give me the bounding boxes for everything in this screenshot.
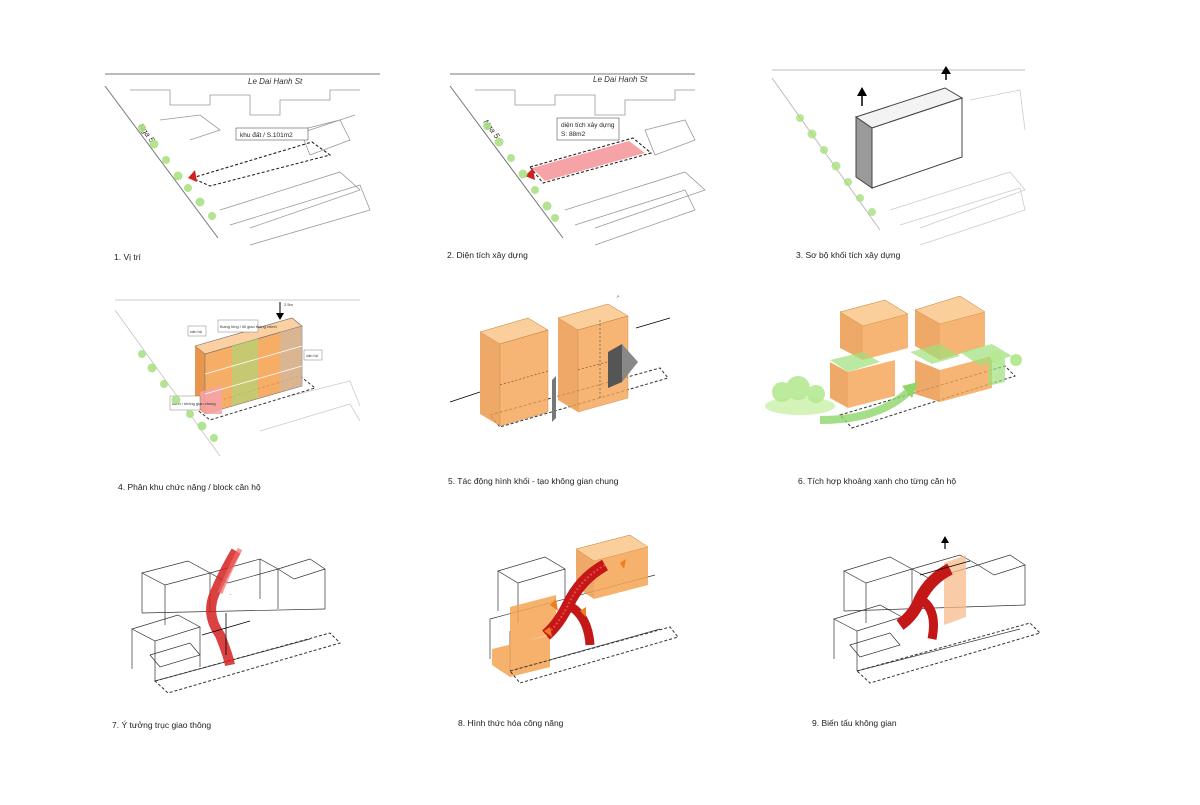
circulation-path [206, 548, 241, 667]
building-area-label-2: S: 88m2 [561, 131, 586, 138]
caption-6: 6. Tích hợp khoảng xanh cho từng căn hộ [798, 476, 957, 486]
caption-3: 3. Sơ bộ khối tích xây dựng [796, 250, 901, 260]
site-area-label: khu đất / S.101m2 [240, 130, 293, 139]
height-label: 2.5m [284, 302, 294, 307]
panel-location: Le Dai Hanh St Nga 5 khu đất / S.101m2 1… [100, 60, 380, 262]
caption-5: 5. Tác động hình khối - tạo không gian c… [448, 476, 619, 486]
up-arrow-icon [857, 87, 867, 106]
panel-zoning: 2.5m căn hộ thang lồng / lõi giao thông … [110, 296, 370, 492]
height-arrow-icon [276, 302, 284, 320]
arrow-shape [608, 344, 622, 388]
caption-9: 9. Biến tấu không gian [812, 718, 897, 728]
form-action-diagram: ↗ [449, 294, 671, 428]
green-space-diagram [765, 295, 1022, 429]
caption-2: 2. Diện tích xây dựng [447, 250, 528, 260]
entry-marker [188, 170, 197, 182]
tree-row [483, 122, 559, 222]
panel-massing: 3. Sơ bộ khối tích xây dựng [770, 60, 1050, 260]
building-area-label-1: diện tích xây dựng [561, 122, 615, 129]
building-footprint [532, 141, 645, 181]
tree-row [138, 124, 216, 220]
panel-spatial-variation: 9. Biến tấu không gian [812, 535, 1041, 728]
up-arrow-icon [941, 536, 949, 549]
spatial-variation-diagram [833, 536, 1041, 684]
site-boundary [190, 141, 332, 187]
svg-text:→: → [228, 591, 232, 596]
tag-lobby: sảnh / không gian chung [172, 401, 216, 406]
zoning-diagram: 2.5m căn hộ thang lồng / lõi giao thông … [114, 299, 361, 457]
massing-volume [771, 66, 1026, 246]
tag-apartment-left: căn hộ [190, 329, 203, 334]
site-plan-area: Le Dai Hanh St Nga 5 diện tích xây dựng … [449, 73, 706, 246]
function-form-diagram [489, 534, 679, 684]
green-flow-arrow [819, 387, 913, 424]
circulation-idea-diagram: → [131, 547, 341, 694]
street-label-main: Le Dai Hanh St [593, 75, 648, 84]
caption-8: 8. Hình thức hóa công năng [458, 718, 564, 728]
tag-core: thang lồng / lõi giao thông chính [220, 324, 277, 329]
street-label-main: Le Dai Hanh St [248, 77, 303, 86]
panel-building-area: Le Dai Hanh St Nga 5 diện tích xây dựng … [445, 60, 725, 260]
panel-form-action: ↗ 5. Tác động hình khối - tạo không gian… [440, 290, 700, 486]
svg-text:↗: ↗ [616, 294, 619, 299]
tag-apartment-right: căn hộ [306, 353, 319, 358]
panel-green-space: 6. Tích hợp khoảng xanh cho từng căn hộ [760, 290, 1040, 486]
site-plan-location: Le Dai Hanh St Nga 5 khu đất / S.101m2 [104, 73, 380, 246]
panel-function-form: 8. Hình thức hóa công năng [440, 534, 700, 728]
caption-4: 4. Phân khu chức năng / block căn hộ [118, 482, 261, 492]
caption-1: 1. Vị trí [114, 252, 141, 262]
panel-circulation-idea: → 7. Ý tưởng trục giao thông [110, 545, 370, 735]
street-label-side: Nga 5 [481, 118, 501, 141]
caption-7: 7. Ý tưởng trục giao thông [112, 720, 212, 730]
up-arrow-icon [941, 66, 951, 80]
